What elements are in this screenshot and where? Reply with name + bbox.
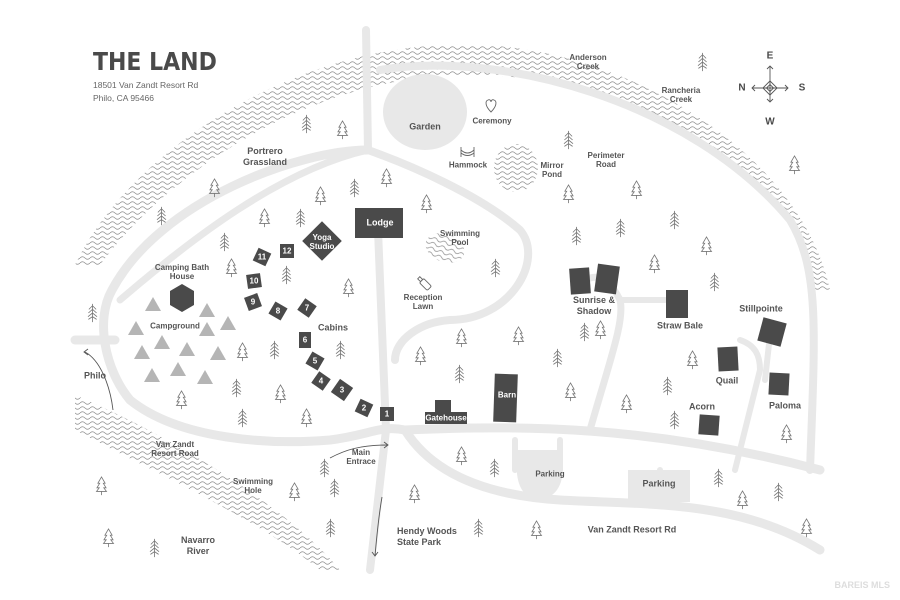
cabin-1[interactable]: 1 [384,409,390,419]
swimming-pool [425,233,465,263]
gatehouse-label[interactable]: Gatehouse [425,413,467,423]
compass-west: W [765,116,775,128]
acorn-label[interactable]: Acorn [688,401,716,412]
parking-square-label[interactable]: Parking [642,478,676,489]
compass-rose [751,65,789,103]
straw-bale-label[interactable]: Straw Bale [656,320,704,331]
stillpointe-label[interactable]: Stillpointe [739,303,783,314]
camping-bath-house-building [170,284,194,312]
river-top [75,44,830,290]
cabin-12[interactable]: 12 [282,246,292,256]
cabins-label[interactable]: Cabins [317,322,349,333]
river-navarro [75,395,340,570]
sunrise-shadow-label[interactable]: Sunrise &Shadow [572,295,616,316]
watermark-logo: BAREIS MLS [834,580,890,590]
cabin-2[interactable]: 2 [361,403,367,413]
address-line-1: 18501 Van Zandt Resort Rd [93,80,199,90]
cabin-10[interactable]: 10 [249,276,259,286]
parking-round-area [516,450,563,500]
cabin-11[interactable]: 11 [257,252,267,262]
champagne-icon [417,276,432,291]
page-title: THE LAND [93,48,217,77]
garden-area [383,74,467,150]
compass-east: E [766,50,774,62]
philo-label[interactable]: Philo [84,370,106,381]
barn-building [493,373,518,423]
cabin-7[interactable]: 7 [304,303,310,313]
cabin-5[interactable]: 5 [312,356,318,366]
lodge-label[interactable]: Lodge [366,217,394,228]
campground-label[interactable]: Campground [150,321,200,331]
address-line-2: Philo, CA 95466 [93,93,154,103]
barn-label[interactable]: Barn [497,390,517,400]
yoga-studio-building [302,221,342,261]
gatehouse-tower [435,400,451,414]
garden-label[interactable]: Garden [409,121,441,132]
hammock-label[interactable]: Hammock [448,160,488,170]
compass-north: N [738,82,746,94]
cabin-3[interactable]: 3 [339,385,345,395]
mirror-pond [494,144,538,192]
hammock-icon [460,147,475,157]
cabin-6[interactable]: 6 [302,335,308,345]
cabin-9[interactable]: 9 [250,297,256,307]
ceremony-label[interactable]: Ceremony [472,116,512,126]
parking-square-area [628,470,690,502]
lodge-building [355,208,403,238]
cabin-4[interactable]: 4 [318,376,324,386]
paloma-label[interactable]: Paloma [768,400,802,411]
heart-icon [485,99,497,113]
gatehouse-building [425,412,467,424]
quail-label[interactable]: Quail [715,375,739,386]
cabin-8[interactable]: 8 [275,306,281,316]
van-zandt-resort-rd-label[interactable]: Van Zandt Resort Rd [587,524,677,535]
compass-south: S [798,82,806,94]
parking-round-label[interactable]: Parking [535,469,565,479]
